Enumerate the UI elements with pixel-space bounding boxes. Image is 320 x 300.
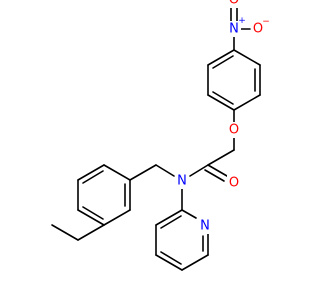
bond <box>207 164 228 177</box>
diagram-canvas: N + O O − O O N N <box>51 0 270 271</box>
bond <box>155 209 183 226</box>
bond <box>77 224 105 241</box>
atom-charge: + <box>238 16 246 26</box>
bond <box>212 91 234 105</box>
bond <box>82 206 104 220</box>
atom-backdrop <box>227 21 241 37</box>
atom-nitro-n: N + <box>227 16 246 37</box>
atom-label: N <box>177 174 187 189</box>
molecule-structure: N + O O − O O N N <box>51 0 270 271</box>
bond <box>181 209 197 219</box>
atom-label: N <box>200 219 210 234</box>
bond <box>51 224 79 241</box>
bond <box>155 254 183 271</box>
atom-carbonyl-o: O <box>227 175 241 191</box>
bond <box>77 209 105 226</box>
atom-backdrop <box>227 0 241 8</box>
bond <box>77 164 105 181</box>
bond <box>212 55 234 69</box>
bond <box>189 164 209 177</box>
atom-label: O <box>229 176 239 191</box>
bond <box>103 209 131 226</box>
atom-label: O <box>229 123 239 138</box>
atom-nitro-o-top: O <box>227 0 241 8</box>
bond <box>207 49 235 66</box>
bond <box>82 170 104 184</box>
atom-backdrop <box>227 122 241 138</box>
bond <box>160 251 182 265</box>
atom-nitro-o-right: O − <box>251 17 270 37</box>
atom-backdrop <box>251 21 265 37</box>
bond <box>160 215 182 229</box>
atom-backdrop <box>227 175 241 191</box>
atom-label: O <box>229 0 239 8</box>
bond <box>207 149 235 166</box>
bond <box>129 164 157 181</box>
atom-label: O <box>253 22 263 37</box>
atom-ether-o: O <box>227 122 241 138</box>
atom-charge: − <box>262 17 270 27</box>
atom-amide-n: N <box>175 173 189 189</box>
bond <box>103 164 131 181</box>
bond <box>155 164 175 177</box>
bond <box>207 94 235 111</box>
bond-layer <box>51 7 261 271</box>
bond <box>233 49 261 66</box>
bond <box>181 254 209 271</box>
atom-backdrop <box>198 218 212 234</box>
atom-backdrop <box>175 173 189 189</box>
atom-layer: N + O O − O O N N <box>175 0 270 234</box>
bond <box>233 94 261 111</box>
atom-pyridine-n: N <box>198 218 212 234</box>
atom-label: N <box>229 22 239 37</box>
bond <box>204 169 225 182</box>
